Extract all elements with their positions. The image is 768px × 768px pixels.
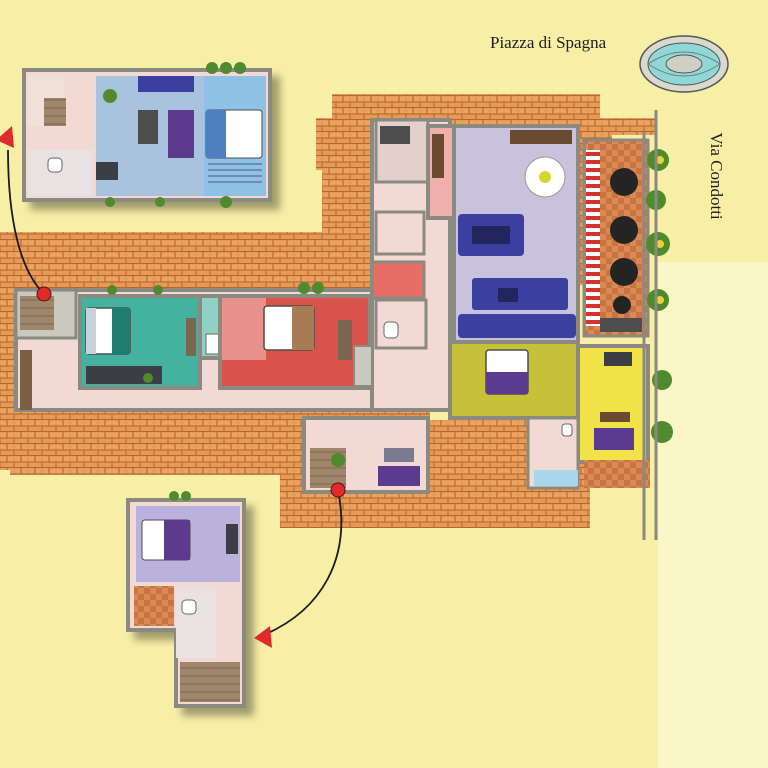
sofa-icon bbox=[378, 466, 420, 486]
direction-arrow-icon bbox=[254, 626, 272, 648]
coffee-table bbox=[498, 288, 518, 302]
bench bbox=[600, 412, 630, 422]
table-flowers bbox=[539, 171, 551, 183]
desk bbox=[226, 524, 238, 554]
bathtub bbox=[534, 470, 578, 486]
direction-arrow-icon bbox=[0, 126, 14, 148]
bed-cover bbox=[206, 110, 226, 158]
entrance-stair bbox=[20, 296, 54, 330]
upper-stair bbox=[44, 98, 66, 126]
connector-line-lower bbox=[265, 489, 343, 635]
kitchen-counter bbox=[380, 126, 410, 144]
service-room bbox=[374, 210, 426, 256]
small-bathroom bbox=[374, 298, 428, 350]
fountain-icon bbox=[639, 35, 729, 93]
upper-floor-inset bbox=[22, 68, 272, 202]
plant-icon bbox=[331, 453, 345, 467]
wardrobe bbox=[186, 318, 196, 356]
plant-icon bbox=[103, 89, 117, 103]
lower-floor-plants bbox=[169, 491, 191, 501]
lower-stair bbox=[180, 662, 240, 702]
desk bbox=[604, 352, 632, 366]
bookshelf bbox=[510, 130, 572, 144]
red-bathroom bbox=[222, 298, 266, 360]
desk bbox=[96, 162, 118, 180]
awning bbox=[586, 150, 600, 326]
bed-headboard bbox=[86, 308, 96, 354]
console bbox=[384, 448, 414, 462]
upper-bathroom bbox=[28, 150, 92, 196]
desk bbox=[338, 320, 352, 360]
dining-table-icon bbox=[610, 168, 638, 314]
sofa-icon bbox=[472, 278, 568, 310]
bed-cover bbox=[164, 520, 190, 560]
bed-cover bbox=[112, 308, 130, 354]
terrace-bench bbox=[600, 318, 642, 332]
upper-floor-plants bbox=[103, 62, 246, 208]
terrace bbox=[582, 110, 673, 540]
stair-link-marker-icon bbox=[330, 482, 346, 498]
lower-floor-inset bbox=[126, 498, 246, 708]
main-floor-plants bbox=[107, 282, 345, 467]
floor-connection-arrows bbox=[0, 126, 346, 648]
toilet bbox=[181, 599, 197, 615]
sideboard bbox=[432, 134, 444, 178]
connector-line-upper bbox=[7, 149, 45, 295]
coffee-table bbox=[472, 226, 510, 244]
bed-cover bbox=[486, 372, 528, 394]
small-red-room bbox=[370, 260, 426, 300]
stair-link-marker-icon bbox=[36, 286, 52, 302]
lower-bathroom bbox=[176, 588, 216, 658]
toilet bbox=[383, 321, 399, 339]
sofa-icon bbox=[168, 110, 194, 158]
sink bbox=[561, 423, 573, 437]
main-floor bbox=[14, 118, 650, 494]
upper-stair bbox=[208, 163, 262, 183]
coffee-table bbox=[138, 110, 158, 144]
bottom-terrace-tiles bbox=[584, 460, 650, 488]
entrance-cabinet bbox=[20, 350, 32, 410]
sofa-icon bbox=[138, 76, 194, 92]
lower-entry bbox=[134, 586, 174, 626]
piazza-label: Piazza di Spagna bbox=[490, 33, 607, 52]
street-label: Via Condotti bbox=[707, 132, 726, 220]
bed-icon bbox=[594, 428, 634, 450]
sofa-icon bbox=[458, 314, 576, 338]
toilet bbox=[47, 157, 63, 173]
plant-icon bbox=[143, 373, 153, 383]
closet bbox=[353, 345, 373, 387]
dresser bbox=[86, 366, 162, 384]
background-light-zone bbox=[658, 262, 768, 768]
bed-cover bbox=[292, 306, 314, 350]
terrace-railing bbox=[642, 110, 658, 540]
